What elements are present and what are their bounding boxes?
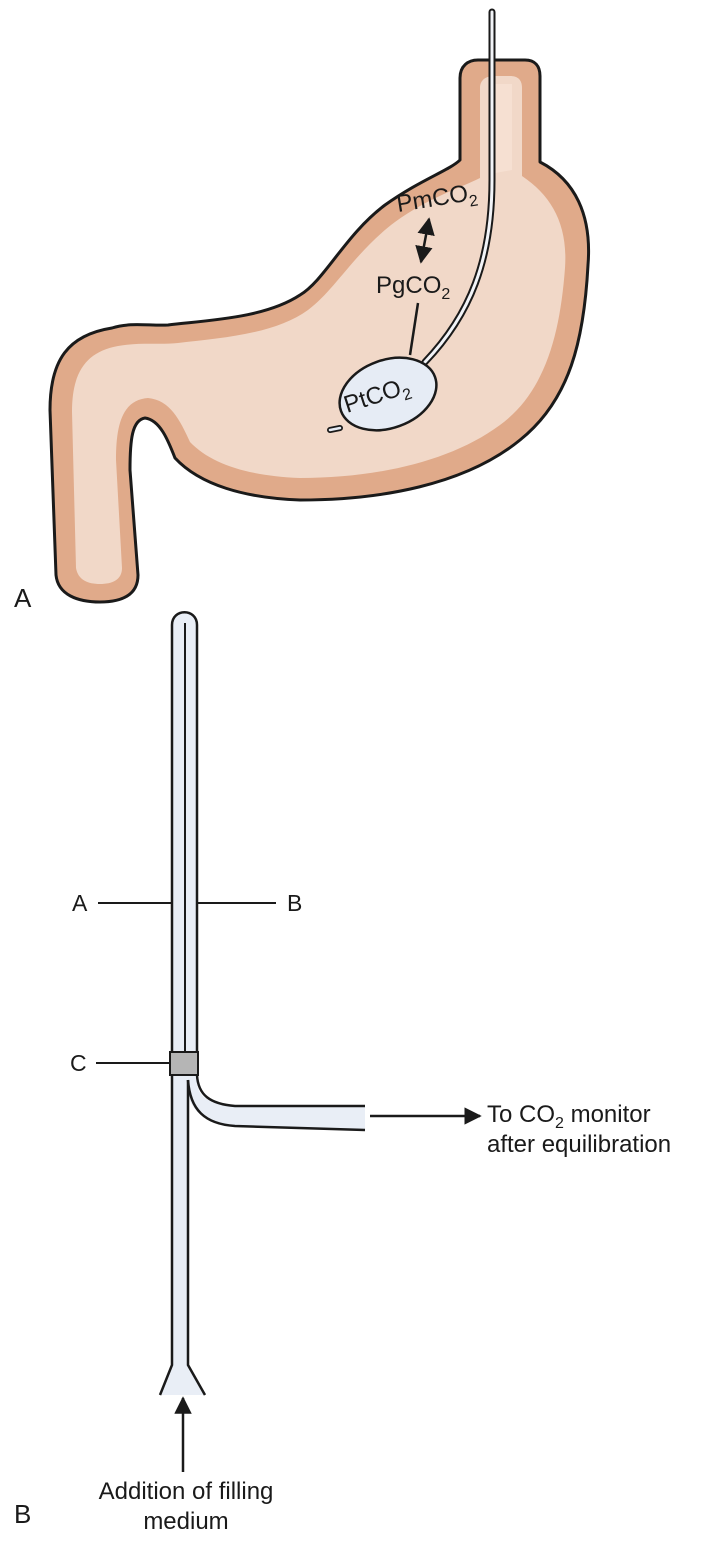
filling-label-line1: Addition of filling [99,1478,274,1505]
panel-b-label: B [14,1499,31,1529]
connector-c [169,1051,199,1076]
gastric-pco2-label: PgCO2 [376,272,450,303]
monitor-label-line1: To CO2 monitor [487,1101,651,1132]
tonometer-tube [158,611,366,1396]
filling-label-line2: medium [143,1508,228,1535]
callout-c-label: C [70,1050,87,1076]
tube-body [160,612,365,1395]
stomach-illustration [48,58,591,604]
exchange-arrow [415,217,435,264]
stomach-lining [72,76,566,584]
callout-a-label: A [72,890,88,916]
monitor-label-line2: after equilibration [487,1131,671,1158]
tonometer-catheter [421,8,496,366]
gastric-to-balloon-line [408,302,420,356]
tonometer-balloon [327,356,438,433]
callout-b-label: B [287,890,302,916]
panel-a-label: A [14,583,32,613]
